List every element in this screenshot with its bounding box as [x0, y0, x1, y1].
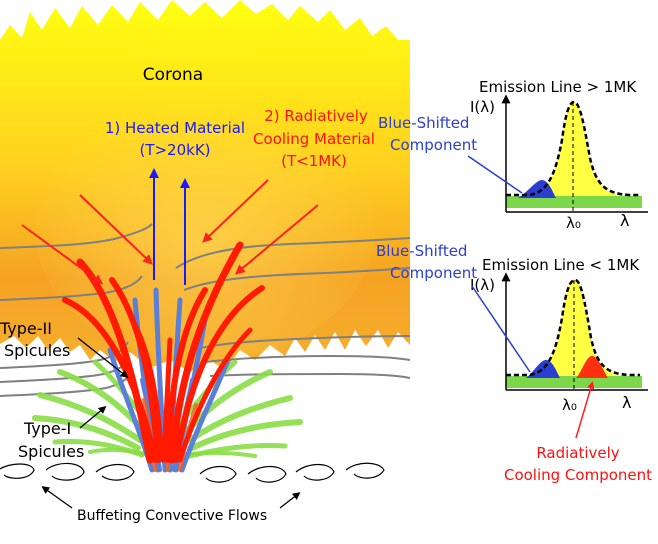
field-lines — [0, 223, 411, 397]
panel-top-continuum — [506, 196, 642, 208]
type1-label-line2: Spicules — [18, 442, 84, 461]
corona-label: Corona — [143, 65, 203, 85]
pointer-arrows — [41, 337, 301, 509]
panel-bottom-component-line2: Component — [390, 264, 477, 282]
panel-bottom-red-pointer — [575, 381, 595, 439]
emission-panel-bottom: Emission Line < 1MK I(λ) Blue-Shifted Co… — [376, 242, 652, 484]
type1-label-line1: Type-I — [23, 419, 71, 438]
type2-label-line1: Type-II — [0, 319, 52, 338]
panel-top-component-line1: Blue-Shifted — [378, 114, 469, 132]
panel-bottom-pointer — [471, 285, 531, 373]
panel-bottom-xlabel: λ — [622, 393, 631, 412]
panel-top-ylabel: I(λ) — [470, 98, 495, 116]
panel-bottom-component-line1: Blue-Shifted — [376, 242, 467, 260]
panel-top-xlabel: λ — [620, 211, 629, 230]
panel-bottom-red-component — [576, 356, 608, 378]
emission-panel-top: Emission Line > 1MK I(λ) Blue-Shifted Co… — [378, 78, 648, 232]
diagram-labels: Corona 1) Heated Material (T>20kK) 2) Ra… — [0, 65, 375, 524]
cooling-label-line3: (T<1MK) — [281, 152, 347, 170]
cooling-label-line2: Cooling Material — [253, 130, 375, 148]
panel-bottom-profile-fill — [506, 280, 640, 388]
panel-bottom-red-line1: Radiatively — [536, 444, 619, 462]
panel-bottom-title: Emission Line < 1MK — [482, 256, 640, 274]
panel-bottom-profile-curve — [506, 278, 640, 377]
panel-top-pointer — [467, 155, 523, 194]
panel-top-profile-curve — [506, 100, 640, 197]
type-2-spicules — [62, 241, 265, 464]
panel-bottom-ylabel: I(λ) — [470, 276, 495, 294]
panel-bottom-red-line2: Cooling Component — [504, 466, 652, 484]
panel-top-title: Emission Line > 1MK — [479, 78, 637, 96]
heated-arrows — [149, 168, 190, 285]
convective-label: Buffeting Convective Flows — [77, 508, 267, 524]
heated-label-line1: 1) Heated Material — [105, 119, 245, 137]
panel-bottom-center-label: λ₀ — [562, 396, 577, 414]
panel-top-component-line2: Component — [390, 136, 477, 154]
cooling-label-line1: 2) Radiatively — [264, 107, 368, 125]
cooling-arrows — [21, 179, 319, 285]
heated-label-line2: (T>20kK) — [139, 141, 210, 159]
convective-flows — [0, 462, 385, 483]
type2-label-line2: Spicules — [4, 341, 70, 360]
panel-top-center-label: λ₀ — [566, 214, 581, 232]
